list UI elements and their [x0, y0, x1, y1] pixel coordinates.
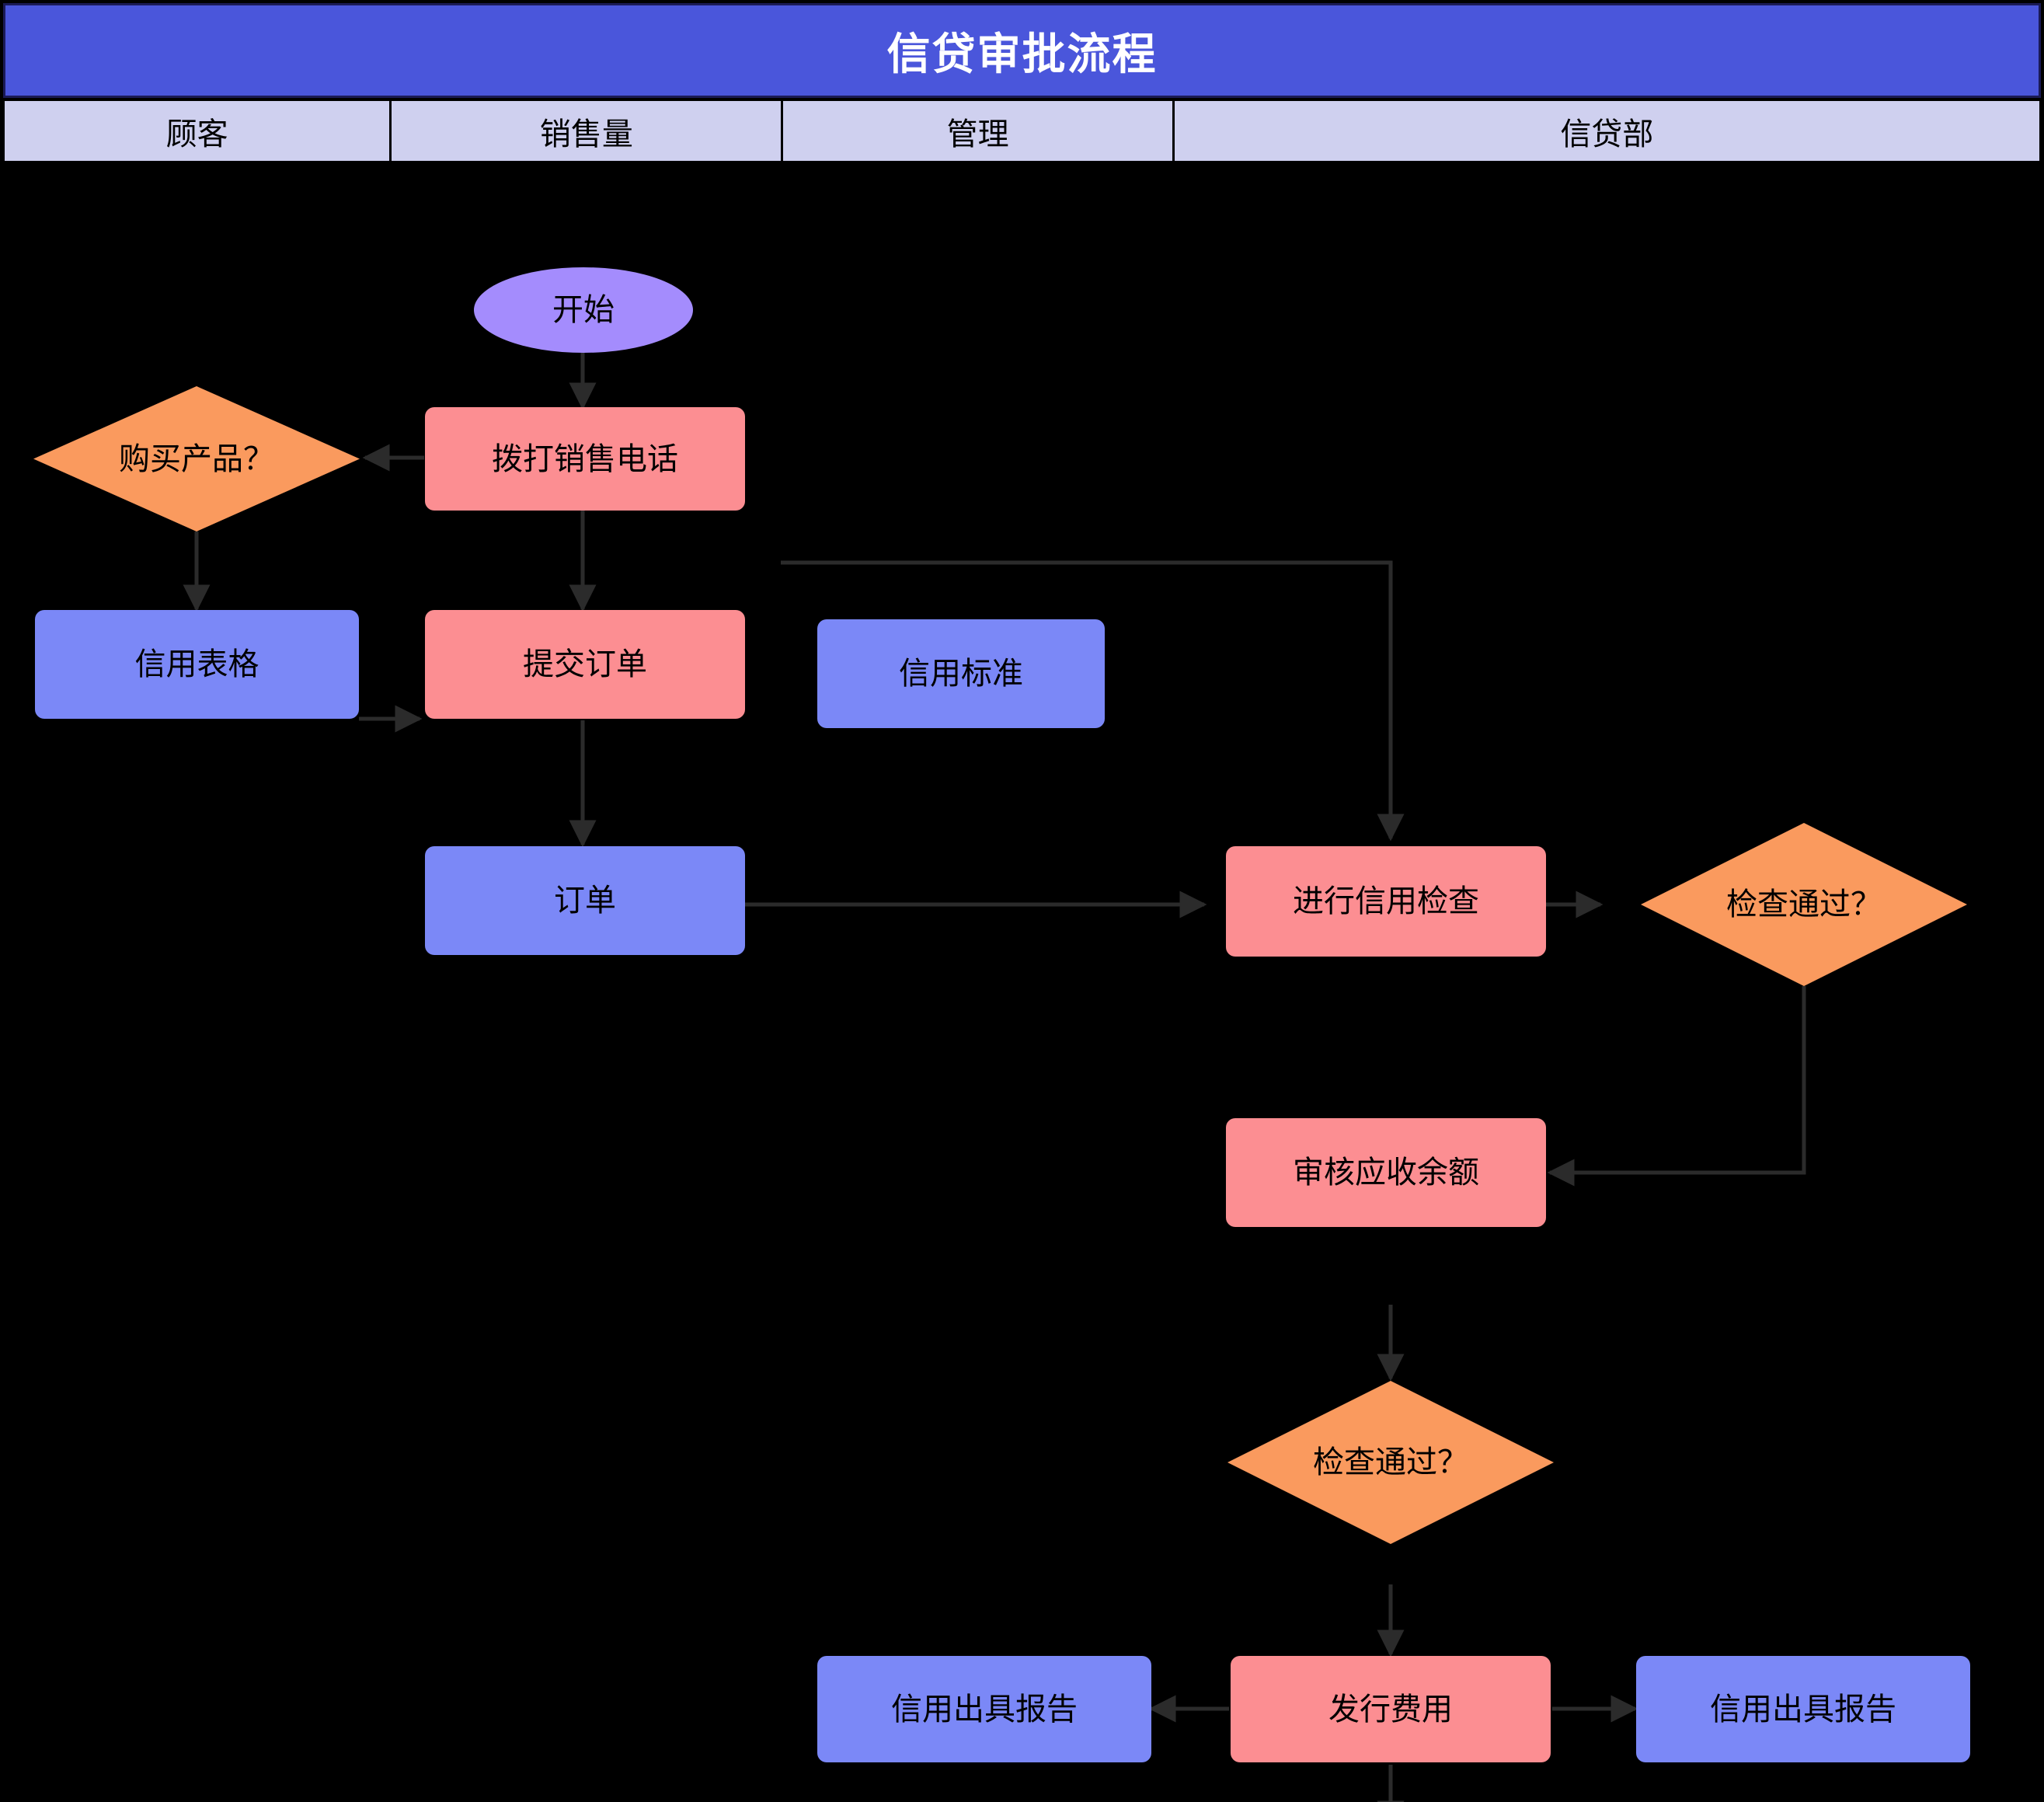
lane-header-sales: 销售量: [392, 101, 784, 161]
node-start[interactable]: 开始: [474, 267, 693, 353]
node-credit-report-left-label: 信用出具报告: [891, 1692, 1078, 1727]
node-issue-fee-label: 发行费用: [1328, 1692, 1453, 1727]
node-credit-form-label: 信用表格: [134, 647, 259, 681]
lane-label-customer: 顾客: [165, 117, 228, 152]
node-credit-standard[interactable]: 信用标准: [817, 619, 1105, 728]
node-issue-fee[interactable]: 发行费用: [1231, 1656, 1551, 1762]
node-credit-report-right[interactable]: 信用出具报告: [1636, 1656, 1970, 1762]
node-buy-product-label: 购买产品？: [119, 441, 274, 476]
node-review-receivables[interactable]: 审核应收余额: [1226, 1118, 1546, 1227]
node-do-credit-check-label: 进行信用检查: [1293, 884, 1479, 918]
node-credit-report-right-label: 信用出具报告: [1710, 1692, 1896, 1727]
swimlane-header-row: 顾客 销售量 管理 信贷部: [3, 99, 2041, 162]
lane-header-credit-dept: 信贷部: [1174, 101, 2039, 161]
node-start-label: 开始: [552, 293, 615, 327]
node-check-pass-2-label: 检查通过？: [1313, 1445, 1468, 1480]
diagram-title-bar: 信贷审批流程: [3, 3, 2041, 98]
node-sales-call-label: 拨打销售电话: [492, 441, 678, 476]
node-review-receivables-label: 审核应收余额: [1293, 1155, 1479, 1190]
node-submit-order-label: 提交订单: [523, 647, 647, 681]
node-credit-report-left[interactable]: 信用出具报告: [817, 1656, 1151, 1762]
node-check-pass-1-decision[interactable]: 检查通过？: [1641, 823, 1967, 986]
node-order-label: 订单: [554, 884, 616, 918]
node-credit-standard-label: 信用标准: [899, 657, 1023, 691]
flowchart-canvas: 开始 拨打销售电话 购买产品？ 信用表格 提交订单 信用标准 订单 进行信用检: [0, 162, 2044, 1802]
node-check-pass-1-label: 检查通过？: [1726, 887, 1882, 922]
lane-label-sales: 销售量: [539, 117, 633, 152]
lane-header-management: 管理: [783, 101, 1175, 161]
node-sales-call[interactable]: 拨打销售电话: [425, 407, 745, 511]
lane-header-customer: 顾客: [5, 101, 392, 161]
page-title: 信贷审批流程: [886, 29, 1158, 78]
node-order[interactable]: 订单: [425, 846, 745, 955]
node-buy-product-decision[interactable]: 购买产品？: [33, 386, 360, 532]
node-check-pass-2-decision[interactable]: 检查通过？: [1227, 1381, 1554, 1544]
lane-label-management: 管理: [946, 117, 1009, 152]
node-credit-form[interactable]: 信用表格: [35, 610, 359, 719]
edge-check-pass-1-to-review-ar: [1547, 986, 1806, 1187]
node-do-credit-check[interactable]: 进行信用检查: [1226, 846, 1546, 957]
node-submit-order[interactable]: 提交订单: [425, 610, 745, 719]
lane-label-credit-dept: 信贷部: [1560, 117, 1654, 152]
